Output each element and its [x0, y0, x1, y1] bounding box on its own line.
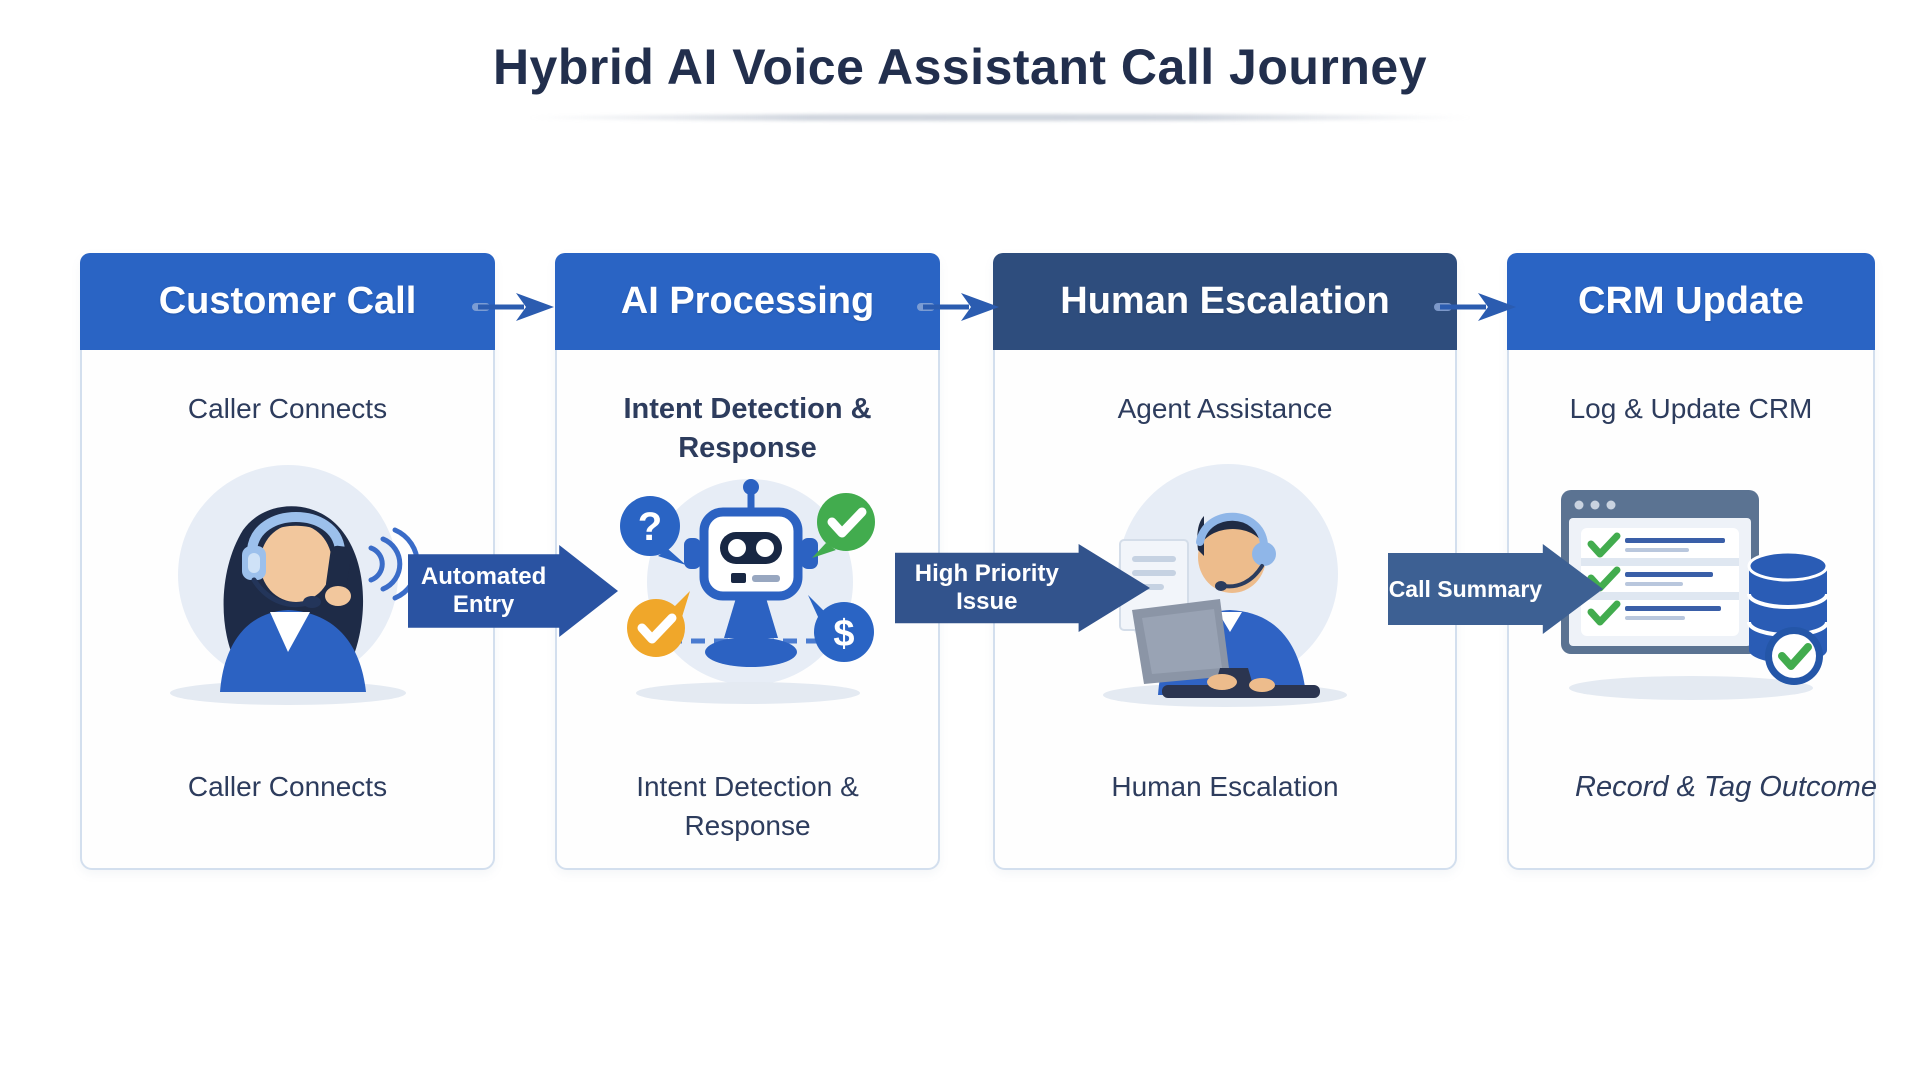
caller-with-headset-illustration: [169, 465, 420, 705]
flow-arrow-high-priority-issue: High Priority Issue: [895, 544, 1150, 632]
stage-subtitle: Agent Assistance: [1117, 393, 1333, 424]
stage-header: CRM Update: [1507, 253, 1875, 350]
chatbot-with-bubbles-illustration: ? $: [619, 479, 875, 704]
agent-at-laptop-illustration: [1103, 464, 1347, 707]
question-bubble-icon: ?: [619, 496, 686, 565]
stage-header: Customer Call: [80, 253, 495, 350]
checklist-icon: [1581, 528, 1739, 636]
stage-card-crm-update: CRM Update Log & Update CRM: [1507, 253, 1877, 870]
browser-window-icon: [1561, 490, 1759, 654]
stage-caption: Human Escalation: [1111, 771, 1339, 802]
dollar-bubble-icon: $: [807, 595, 874, 662]
flow-arrow-label: High Priority Issue: [914, 560, 1059, 615]
arrow-right-icon: [472, 293, 554, 321]
caller-woman-figure: [219, 506, 366, 692]
flow-arrow-label: Call Summary: [1388, 575, 1543, 602]
check-bubble-green-icon: [811, 493, 875, 558]
svg-text:$: $: [833, 613, 854, 655]
headset-icon: [241, 512, 345, 608]
stage-subtitle: Intent Detection & Response: [623, 393, 872, 465]
stage-card-ai-processing: AI Processing Intent Detection & Respons…: [555, 253, 940, 870]
stage-card-customer-call: Customer Call Caller Connects: [80, 253, 495, 870]
robot-icon: [683, 479, 818, 667]
stage-caption: Caller Connects: [187, 771, 388, 802]
svg-text:?: ?: [637, 505, 661, 549]
stage-caption: Record & Tag Outcome: [1575, 771, 1877, 803]
page-title: Hybrid AI Voice Assistant Call Journey: [492, 39, 1428, 95]
laptop-icon: [1132, 599, 1320, 698]
arrow-right-icon: [1434, 293, 1516, 321]
stage-subtitle: Log & Update CRM: [1569, 393, 1813, 424]
stage-header: AI Processing: [555, 253, 940, 350]
arrow-right-icon: [917, 293, 999, 321]
check-badge-icon: [1765, 627, 1823, 685]
title-underline: [525, 114, 1475, 121]
flow-arrow-label: Automated Entry: [420, 563, 547, 618]
check-bubble-orange-icon: [626, 591, 690, 657]
stage-caption: Intent Detection & Response: [636, 771, 859, 842]
stage-subtitle: Caller Connects: [187, 393, 388, 424]
crm-checklist-database-illustration: [1561, 490, 1829, 700]
stage-header: Human Escalation: [993, 253, 1457, 350]
headset-icon: [1196, 512, 1276, 591]
phone-icon: [325, 545, 351, 593]
